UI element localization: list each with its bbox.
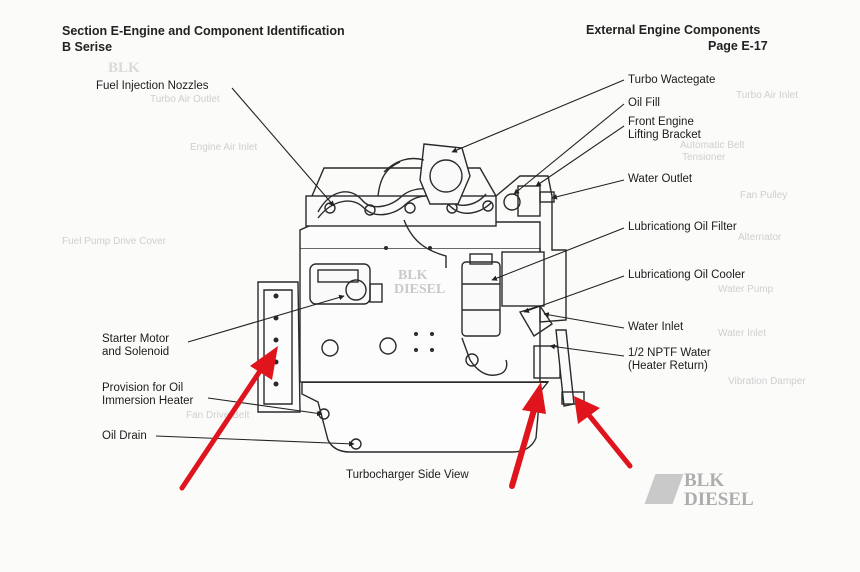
label-front-lifting-bracket: Front Engine Lifting Bracket	[628, 116, 701, 141]
svg-text:Fuel Pump Drive Cover: Fuel Pump Drive Cover	[62, 236, 167, 247]
label-oil-cooler: Lubricationg Oil Cooler	[628, 269, 745, 281]
svg-text:Turbo Air Outlet: Turbo Air Outlet	[150, 94, 220, 105]
page-number: Page E-17	[708, 39, 768, 53]
series-label: B Serise	[62, 40, 113, 54]
label-oil-immersion-heater: Provision for Oil Immersion Heater	[102, 382, 194, 407]
label-oil-fill: Oil Fill	[628, 97, 660, 109]
leader-turbo-wastegate	[451, 79, 625, 153]
svg-text:Fan Pulley: Fan Pulley	[740, 190, 787, 201]
watermark-logo-bottom: BLK DIESEL	[644, 470, 754, 514]
leader-oil-cooler	[523, 275, 625, 313]
leader-oil-drain	[155, 435, 355, 447]
leader-oil-filter	[491, 227, 625, 281]
svg-text:Automatic Belt: Automatic Belt	[680, 140, 745, 151]
svg-text:Engine Air Inlet: Engine Air Inlet	[190, 142, 257, 153]
svg-text:Water Pump: Water Pump	[718, 284, 774, 295]
svg-text:Tensioner: Tensioner	[682, 152, 726, 163]
bleed-through-text: Turbo Air Outlet Engine Air Inlet Fuel P…	[62, 90, 806, 421]
label-water-outlet: Water Outlet	[628, 173, 693, 185]
label-oil-filter: Lubricationg Oil Filter	[628, 221, 737, 233]
leader-oil-immersion-heater	[207, 397, 323, 417]
svg-text:Alternator: Alternator	[738, 232, 782, 243]
leader-fuel-injection-nozzles	[231, 87, 335, 207]
label-water-inlet: Water Inlet	[628, 321, 684, 333]
svg-text:Vibration Damper: Vibration Damper	[728, 376, 806, 387]
diagram-caption: Turbocharger Side View	[346, 469, 469, 481]
red-arrow-left	[179, 346, 278, 491]
label-npt-water: 1/2 NPTF Water (Heater Return)	[628, 347, 711, 372]
section-title: Section E-Engine and Component Identific…	[62, 24, 345, 38]
leader-oil-fill	[513, 103, 625, 195]
leader-front-lifting-bracket	[535, 125, 625, 187]
label-starter-motor: Starter Motor and Solenoid	[102, 333, 170, 358]
leader-water-outlet	[551, 179, 625, 200]
label-oil-drain: Oil Drain	[102, 430, 147, 442]
leader-lines	[155, 79, 625, 447]
watermark-logo-center: BLK DIESEL	[394, 268, 446, 297]
svg-text:Turbo Air Inlet: Turbo Air Inlet	[736, 90, 798, 101]
svg-text:Fan Drive Belt: Fan Drive Belt	[186, 410, 250, 421]
red-arrow-middle	[509, 382, 546, 489]
red-arrow-right	[574, 396, 633, 469]
svg-text:Water Inlet: Water Inlet	[718, 328, 766, 339]
leader-starter-motor	[187, 294, 345, 343]
label-fuel-injection-nozzles: Fuel Injection Nozzles	[96, 80, 209, 92]
label-turbo-wastegate: Turbo Wactegate	[628, 74, 716, 86]
red-arrows	[179, 346, 633, 491]
engine-outline	[257, 143, 585, 453]
leader-water-inlet	[543, 312, 625, 329]
right-title: External Engine Components	[586, 23, 761, 37]
watermark-mark-icon	[644, 474, 684, 504]
leader-npt-water	[549, 343, 625, 357]
watermark-logo-top: BLK	[108, 60, 140, 76]
